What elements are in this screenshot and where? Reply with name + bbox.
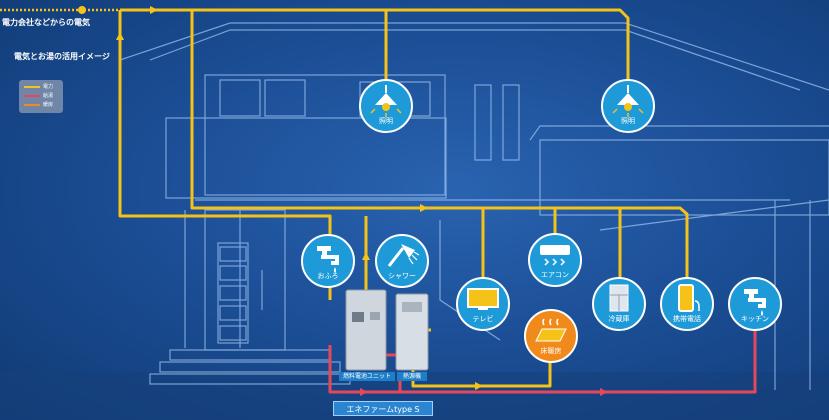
fuel-cell-unit-body (345, 289, 387, 371)
appliance-label: 照明 (621, 117, 635, 125)
legend-swatch (24, 104, 40, 106)
appliance-label: 照明 (379, 117, 393, 125)
legend-label: 暖房 (43, 102, 54, 108)
legend-label: 給湯 (43, 93, 54, 99)
legend-item-heating: 暖房 (24, 101, 60, 109)
air-conditioner-icon (540, 245, 570, 266)
flow-arrows (116, 6, 483, 390)
appliance-label: エアコン (541, 271, 569, 279)
appliance-kitchen[interactable]: キッチン (728, 277, 782, 331)
appliance-label: おふろ (317, 272, 339, 280)
appliance-floor-heating[interactable]: 床暖房 (524, 309, 578, 363)
kitchen-faucet-icon (744, 289, 766, 316)
heat-source-unit-label: 熱源機 (397, 372, 427, 381)
appliance-label: シャワー (388, 272, 416, 280)
appliance-label: 床暖房 (540, 347, 562, 355)
legend-title: 電気とお湯の活用イメージ (14, 52, 110, 61)
appliance-bath[interactable]: おふろ (301, 234, 355, 288)
power-source-label: 電力会社などからの電気 (2, 18, 90, 27)
shower-head-icon (387, 244, 420, 267)
appliance-label: 冷蔵庫 (608, 315, 630, 323)
ceiling-lamp-icon (370, 85, 402, 117)
appliance-tv[interactable]: テレビ (456, 277, 510, 331)
refrigerator-icon (609, 284, 629, 312)
legend-item-hot-water: 給湯 (24, 92, 60, 100)
source-dot (78, 6, 86, 14)
ceiling-lamp-icon (612, 85, 644, 117)
appliance-fridge[interactable]: 冷蔵庫 (592, 277, 646, 331)
product-name-label: エネファームtype S (333, 401, 433, 416)
appliance-aircon[interactable]: エアコン (528, 233, 582, 287)
appliance-shower[interactable]: シャワー (375, 234, 429, 288)
appliance-light-right[interactable]: 照明 (601, 79, 655, 133)
mobile-phone-icon (678, 284, 700, 312)
appliance-label: 携帯電話 (673, 315, 701, 323)
legend-swatch (24, 86, 40, 88)
legend: 電力 給湯 暖房 (19, 80, 63, 113)
appliance-phone[interactable]: 携帯電話 (660, 277, 714, 331)
fuel-cell-unit-label: 燃料電池ユニット (339, 372, 395, 381)
appliance-light-left[interactable]: 照明 (359, 79, 413, 133)
legend-label: 電力 (43, 84, 54, 90)
appliance-label: テレビ (472, 315, 494, 323)
heat-source-unit-body (395, 293, 429, 371)
faucet-icon (317, 246, 339, 273)
legend-swatch (24, 95, 40, 97)
tv-icon (467, 288, 499, 310)
legend-item-power: 電力 (24, 83, 60, 91)
floor-heating-icon (535, 318, 567, 342)
appliance-label: キッチン (741, 315, 769, 323)
